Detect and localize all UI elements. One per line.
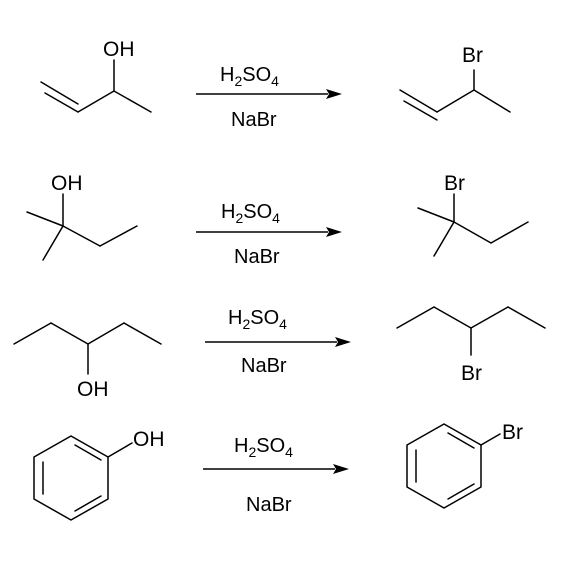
- bond: [417, 207, 455, 223]
- reagent-top-3: H2SO4: [228, 307, 287, 332]
- bond: [473, 89, 511, 113]
- bond: [50, 322, 89, 345]
- reaction-2: OH H2SO4 NaBr Br: [26, 172, 529, 268]
- arrow-head-2: [326, 227, 342, 237]
- product-4-label: Br: [502, 421, 523, 444]
- bond: [399, 89, 438, 113]
- product-2-label: Br: [444, 172, 465, 195]
- bond: [433, 221, 455, 257]
- reagent-bottom-3: NaBr: [241, 355, 287, 377]
- reagent-top-2: H2SO4: [221, 201, 280, 226]
- product-1-label: Br: [462, 44, 483, 67]
- reagent-2: H2SO4 NaBr: [196, 201, 342, 268]
- bond: [77, 90, 115, 113]
- reactant-3-pentan-3-ol: OH: [13, 322, 162, 401]
- arrow-head-1: [326, 89, 342, 99]
- reagent-3: H2SO4 NaBr: [205, 307, 351, 377]
- bond: [99, 225, 138, 247]
- product-3-label: Br: [461, 362, 482, 385]
- reaction-1: OH H2SO4 NaBr Br: [40, 38, 511, 131]
- bond: [62, 225, 101, 247]
- aromatic-double-bond: [74, 495, 102, 512]
- reagent-bottom-2: NaBr: [234, 246, 280, 268]
- reagent-bottom-4: NaBr: [246, 494, 292, 516]
- benzene-ring: [33, 435, 109, 521]
- bond: [433, 306, 472, 329]
- product-3-3-bromopentane: Br: [396, 306, 546, 385]
- bond: [490, 221, 529, 244]
- bond: [40, 81, 79, 105]
- bond: [13, 322, 52, 345]
- reaction-4: OH H2SO4 NaBr Br: [33, 421, 523, 521]
- reactant-3-label: OH: [77, 378, 109, 401]
- reaction-3: OH H2SO4 NaBr Br: [13, 306, 546, 401]
- bond: [436, 89, 475, 113]
- product-2-2-bromo-2-methylbutane: Br: [417, 172, 529, 257]
- double-bond-line: [403, 100, 438, 121]
- bond: [470, 306, 509, 329]
- reagent-4: H2SO4 NaBr: [203, 435, 349, 516]
- reactant-2-label: OH: [51, 172, 83, 195]
- reactant-1-but-3-en-2-ol: OH: [40, 38, 152, 113]
- arrow-head-4: [333, 464, 349, 474]
- reagent-top-1: H2SO4: [220, 64, 279, 89]
- double-bond-line: [44, 92, 79, 113]
- reactant-2-2-methylbutan-2-ol: OH: [26, 172, 138, 261]
- bond: [42, 225, 64, 261]
- product-4-bromobenzene: Br: [406, 421, 523, 509]
- bond: [26, 211, 64, 227]
- bond: [107, 442, 133, 458]
- reagent-bottom-1: NaBr: [231, 109, 277, 131]
- bond: [123, 322, 162, 345]
- bond: [480, 433, 501, 446]
- aromatic-double-bond: [447, 483, 475, 500]
- aromatic-double-bond: [447, 432, 475, 449]
- bond: [453, 221, 492, 244]
- bond: [87, 322, 125, 345]
- reactant-4-phenol: OH: [33, 428, 165, 521]
- product-1-3-bromobut-1-ene: Br: [399, 44, 511, 121]
- reagent-1: H2SO4 NaBr: [196, 64, 342, 131]
- bond: [113, 90, 152, 113]
- arrow-head-3: [335, 337, 351, 347]
- benzene-ring: [406, 423, 482, 509]
- aromatic-double-bond: [74, 444, 102, 461]
- bond: [396, 306, 435, 329]
- bond: [507, 306, 546, 329]
- reagent-top-4: H2SO4: [234, 435, 293, 460]
- reactant-1-label: OH: [103, 38, 135, 61]
- reactant-4-label: OH: [133, 428, 165, 451]
